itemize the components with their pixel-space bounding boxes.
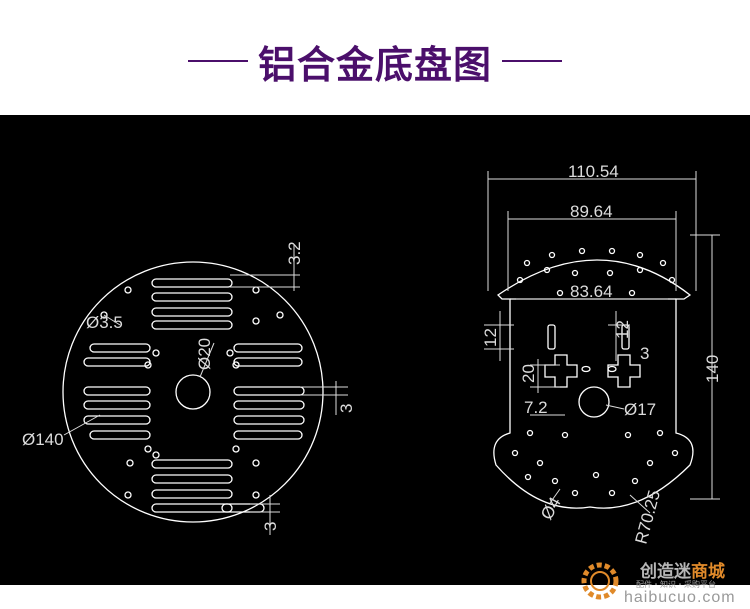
dim-7-2: 7.2 bbox=[524, 398, 548, 417]
title-right-rule bbox=[502, 60, 562, 62]
center-hole bbox=[175, 374, 211, 410]
title-left-rule bbox=[187, 60, 248, 62]
dim-140: 140 bbox=[703, 355, 722, 383]
dim-3-mid: 3 bbox=[337, 404, 356, 413]
dim-phi-140: Ø140 bbox=[22, 430, 64, 449]
watermark-brand: 创造迷商城 bbox=[640, 557, 725, 582]
watermark: 创造迷商城 配件・知识・采购平台 haibucuo.com bbox=[570, 555, 750, 609]
watermark-url: haibucuo.com bbox=[624, 589, 736, 606]
dim-phi-17: Ø17 bbox=[624, 400, 656, 419]
dim-phi-3-5: Ø3.5 bbox=[86, 313, 123, 332]
dim-12-right: 12 bbox=[613, 320, 632, 339]
watermark-brand-part2: 商城 bbox=[691, 562, 725, 581]
chassis-cutouts bbox=[544, 324, 641, 418]
drawing-svg: 3.2 Ø3.5 Ø20 Ø140 3 3 110.54 89.64 83.64… bbox=[22, 162, 722, 546]
dim-20: 20 bbox=[519, 364, 538, 383]
watermark-brand-part1: 创造迷 bbox=[640, 562, 691, 581]
dim-3-right: 3 bbox=[640, 344, 649, 363]
header: 铝合金底盘图 bbox=[0, 0, 750, 115]
gear-logo-icon bbox=[581, 562, 619, 600]
watermark-subtitle: 配件・知识・采购平台 bbox=[636, 580, 716, 589]
dim-89-64: 89.64 bbox=[570, 202, 613, 221]
dim-3-2: 3.2 bbox=[285, 241, 304, 265]
dim-12-left: 12 bbox=[481, 328, 500, 347]
dim-r70-25: R70.25 bbox=[632, 488, 665, 546]
cad-drawing: 3.2 Ø3.5 Ø20 Ø140 3 3 110.54 89.64 83.64… bbox=[0, 115, 750, 585]
dim-3-bottom: 3 bbox=[261, 522, 280, 531]
dim-110-54: 110.54 bbox=[568, 162, 619, 181]
round-plate-slots bbox=[83, 278, 305, 513]
dim-phi-20: Ø20 bbox=[195, 338, 214, 370]
page-title: 铝合金底盘图 bbox=[257, 42, 492, 87]
round-plate-outline bbox=[62, 261, 324, 523]
title-row: 铝合金底盘图 bbox=[0, 36, 750, 87]
right-dimension-lines bbox=[484, 171, 720, 514]
chassis-plate-outline bbox=[493, 259, 694, 509]
dim-phi-4: Ø4 bbox=[537, 494, 565, 523]
dim-83-64: 83.64 bbox=[570, 282, 613, 301]
chassis-holes bbox=[511, 247, 679, 497]
round-plate-holes bbox=[100, 286, 284, 499]
left-dimension-lines bbox=[63, 245, 348, 535]
